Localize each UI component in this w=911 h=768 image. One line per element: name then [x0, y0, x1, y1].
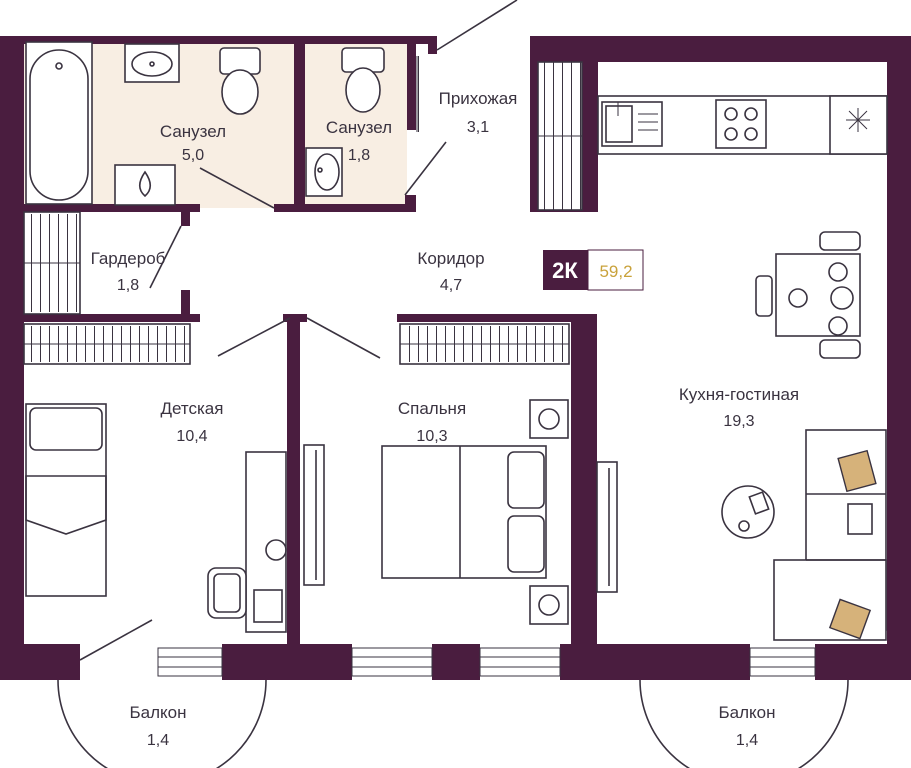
- toilet-icon-2: [341, 47, 385, 113]
- label-balcony2-area: 1,4: [736, 732, 758, 749]
- toilet-icon: [219, 47, 261, 115]
- label-corridor-name: Коридор: [417, 249, 484, 268]
- bed-icon-bedroom: [381, 399, 569, 625]
- label-bath1-name: Санузел: [160, 122, 226, 141]
- wardrobe-icon-walkin: [23, 211, 81, 315]
- fridge-icon: [829, 95, 888, 155]
- stove-icon: [715, 99, 767, 149]
- sofa-icon: [773, 429, 887, 641]
- label-wardrobe-area: 1,8: [117, 277, 139, 294]
- dining-table-icon: [755, 231, 861, 359]
- label-bath2-name: Санузел: [326, 118, 392, 137]
- label-balcony1-name: Балкон: [129, 703, 186, 722]
- apartment-badge: 2К 59,2: [543, 249, 644, 291]
- label-balcony2-name: Балкон: [718, 703, 775, 722]
- label-kitchen-name: Кухня-гостиная: [679, 385, 799, 404]
- label-kitchen-area: 19,3: [723, 413, 754, 430]
- bed-icon-kids: [25, 403, 107, 597]
- label-bedroom-name: Спальня: [398, 399, 466, 418]
- label-bath1-area: 5,0: [182, 147, 204, 164]
- sink-icon-2: [305, 147, 343, 197]
- label-balcony1-area: 1,4: [147, 732, 169, 749]
- label-kids-name: Детская: [161, 399, 224, 418]
- wardrobe-icon-hall: [416, 56, 427, 132]
- wardrobe-icon-kids: [23, 323, 191, 365]
- badge-type: 2К: [552, 258, 578, 283]
- balcony-left-outline: [57, 679, 267, 768]
- label-corridor-area: 4,7: [440, 277, 462, 294]
- shower-drain-icon: [114, 164, 176, 206]
- door-swings: [79, 0, 518, 661]
- wardrobe-icon-bedroom: [399, 323, 570, 365]
- label-bath2-area: 1,8: [348, 147, 370, 164]
- tv-icon-kids: [303, 444, 325, 586]
- label-hall-area: 3,1: [467, 119, 489, 136]
- wardrobe-icon-entrance: [537, 61, 583, 211]
- desk-icon-kids: [245, 451, 287, 633]
- label-wardrobe-name: Гардероб: [91, 249, 166, 268]
- balcony-right-outline: [639, 679, 849, 768]
- label-kids-area: 10,4: [176, 428, 207, 445]
- desk-chair-icon: [207, 567, 247, 619]
- windows: [157, 647, 816, 677]
- label-bedroom-area: 10,3: [416, 428, 447, 445]
- tv-icon-kitchen: [596, 461, 618, 593]
- badge-area: 59,2: [599, 262, 632, 281]
- bathtub-icon: [25, 41, 93, 205]
- walls: [0, 36, 911, 680]
- label-hall-name: Прихожая: [439, 89, 518, 108]
- sink-icon: [124, 43, 180, 83]
- coffee-table-icon: [721, 485, 775, 539]
